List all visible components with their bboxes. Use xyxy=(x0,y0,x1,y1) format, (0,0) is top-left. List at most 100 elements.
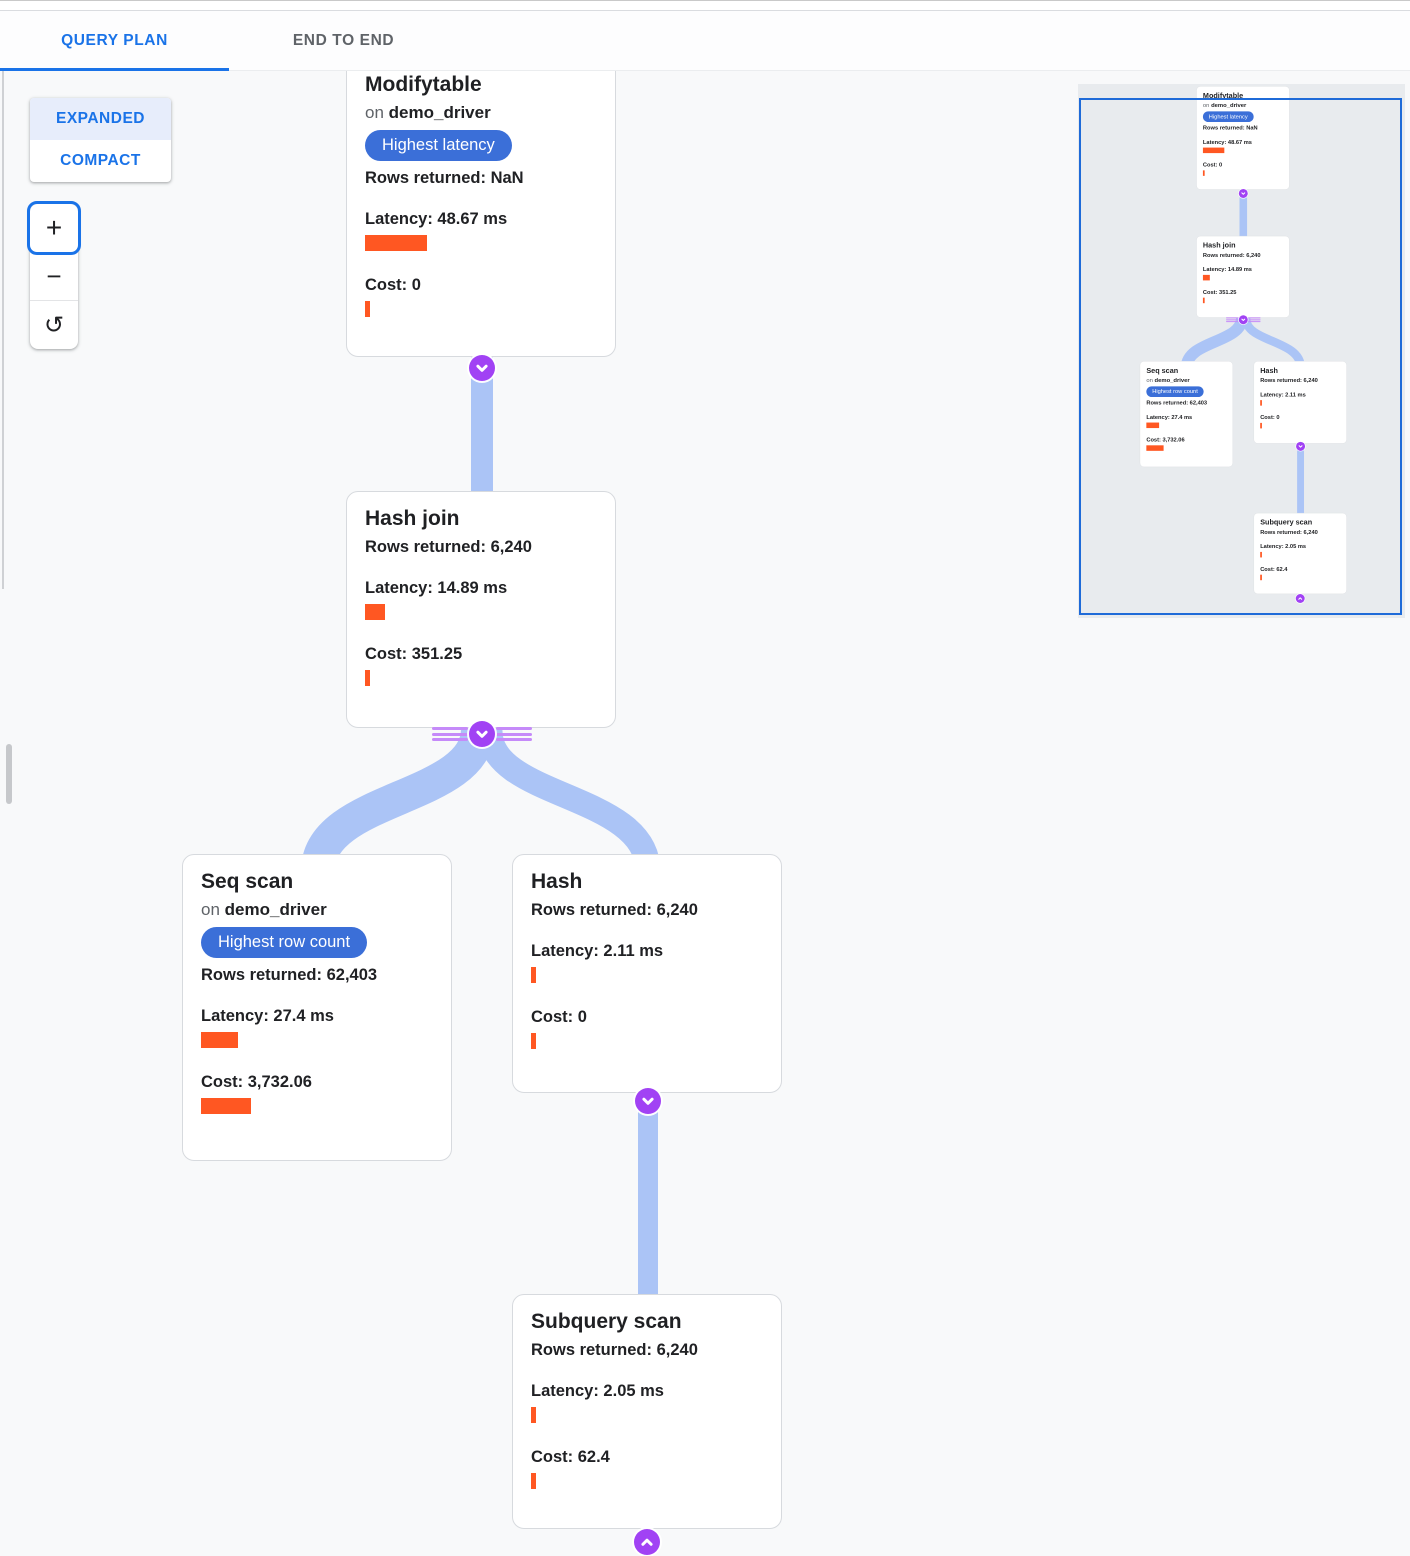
chevron-down-icon xyxy=(642,1097,654,1105)
cost-bar xyxy=(365,301,370,317)
collapse-toggle-modifytable[interactable] xyxy=(1238,188,1248,198)
on-label: on xyxy=(201,900,220,919)
cost: Cost: 0 xyxy=(365,276,421,294)
minimap[interactable]: Modifytable on demo_driver Highest laten… xyxy=(1078,84,1405,618)
collapse-toggle-hash[interactable] xyxy=(635,1088,661,1114)
tab-end-to-end[interactable]: END TO END xyxy=(229,11,458,71)
expanded-button[interactable]: EXPANDED xyxy=(30,98,171,140)
latency-bar xyxy=(365,235,427,251)
plan-node-hash-join[interactable]: Hash join Rows returned: 6,240 Latency: … xyxy=(1196,235,1290,318)
rows-returned: Rows returned: 6,240 xyxy=(1260,377,1318,384)
latency-bar xyxy=(531,1407,536,1423)
plan-canvas[interactable]: Modifytable on demo_driver Highest laten… xyxy=(0,71,1410,1556)
minus-icon: − xyxy=(46,260,62,291)
latency: Latency: 27.4 ms xyxy=(1146,413,1193,421)
latency-bar xyxy=(531,967,536,983)
edge-hashjoin-hash xyxy=(477,718,661,884)
plan-node-modifytable[interactable]: Modifytable on demo_driver Highest laten… xyxy=(346,71,616,357)
rows-returned: Rows returned: NaN xyxy=(365,169,524,187)
node-title: Seq scan xyxy=(201,870,294,893)
rows-returned: Rows returned: NaN xyxy=(1202,124,1258,132)
vertical-scrollbar-thumb[interactable] xyxy=(6,744,12,804)
latency-bar xyxy=(201,1032,238,1048)
node-title: Hash xyxy=(1260,366,1278,375)
active-tab-indicator xyxy=(0,68,229,72)
plan-node-hash-join[interactable]: Hash join Rows returned: 6,240 Latency: … xyxy=(346,491,616,728)
collapse-toggle-hash[interactable] xyxy=(1296,441,1306,451)
plan-node-subquery-scan[interactable]: Subquery scan Rows returned: 6,240 Laten… xyxy=(512,1294,782,1529)
chevron-up-icon xyxy=(1298,597,1303,600)
rows-returned: Rows returned: 6,240 xyxy=(365,538,532,556)
collapse-toggle-hash-join[interactable] xyxy=(1238,315,1248,325)
node-table-line: on demo_driver xyxy=(365,100,597,126)
plan-node-hash[interactable]: Hash Rows returned: 6,240 Latency: 2.11 … xyxy=(512,854,782,1093)
rows-returned: Rows returned: 6,240 xyxy=(1260,529,1318,536)
chevron-down-icon xyxy=(1241,318,1246,322)
expand-toggle-subquery-scan[interactable] xyxy=(1295,594,1305,603)
tab-query-plan[interactable]: QUERY PLAN xyxy=(0,11,229,72)
on-label: on xyxy=(1146,377,1153,384)
node-table-line: on demo_driver xyxy=(1203,101,1283,110)
on-label: on xyxy=(365,103,384,122)
cost: Cost: 0 xyxy=(1260,414,1280,421)
chevron-down-icon xyxy=(476,364,488,372)
highest-latency-badge: Highest latency xyxy=(1202,111,1254,123)
latency: Latency: 2.11 ms xyxy=(531,942,664,960)
node-title: Subquery scan xyxy=(1260,518,1313,527)
latency-bar xyxy=(365,604,385,620)
latency-bar xyxy=(1260,551,1262,558)
node-table-line: on demo_driver xyxy=(1146,376,1226,385)
plan-node-seq-scan[interactable]: Seq scan on demo_driver Highest row coun… xyxy=(1139,361,1233,468)
chevron-down-icon xyxy=(476,730,488,738)
plan-node-hash[interactable]: Hash Rows returned: 6,240 Latency: 2.11 … xyxy=(1253,361,1347,444)
zoom-reset-button[interactable]: ↺ xyxy=(30,301,78,349)
cost: Cost: 351.25 xyxy=(365,645,463,663)
collapse-toggle-modifytable[interactable] xyxy=(469,355,495,381)
cost: Cost: 0 xyxy=(1202,161,1223,168)
cost: Cost: 3,732.06 xyxy=(1146,436,1185,443)
zoom-in-button[interactable]: + xyxy=(27,201,81,255)
plan-node-subquery-scan[interactable]: Subquery scan Rows returned: 6,240 Laten… xyxy=(1253,512,1347,595)
latency: Latency: 14.89 ms xyxy=(365,579,508,597)
edge-hashjoin-seqscan xyxy=(301,712,495,888)
latency-bar xyxy=(1260,400,1262,406)
rows-returned: Rows returned: 6,240 xyxy=(1202,252,1261,259)
latency: Latency: 2.11 ms xyxy=(1260,391,1306,398)
latency: Latency: 27.4 ms xyxy=(201,1007,334,1025)
collapsed-siblings-lines-right xyxy=(1248,317,1261,323)
left-pane-divider xyxy=(2,71,4,589)
cost: Cost: 3,732.06 xyxy=(201,1073,312,1091)
collapse-toggle-hash-join[interactable] xyxy=(469,721,495,747)
latency-bar xyxy=(1202,274,1210,281)
cost: Cost: 62.4 xyxy=(1260,566,1288,573)
minimap-content: Modifytable on demo_driver Highest laten… xyxy=(1078,86,1405,609)
latency-bar xyxy=(1146,422,1160,429)
rows-returned: Rows returned: 6,240 xyxy=(531,901,698,919)
table-name: demo_driver xyxy=(1154,377,1190,384)
reset-icon: ↺ xyxy=(43,311,65,339)
cost-bar xyxy=(1202,297,1205,304)
table-name: demo_driver xyxy=(388,103,491,122)
plan-node-seq-scan[interactable]: Seq scan on demo_driver Highest row coun… xyxy=(182,854,452,1161)
latency: Latency: 48.67 ms xyxy=(1202,138,1252,146)
rows-returned: Rows returned: 6,240 xyxy=(531,1341,698,1359)
cost: Cost: 62.4 xyxy=(531,1448,610,1466)
plus-icon: + xyxy=(45,212,63,243)
zoom-controls: + − ↺ xyxy=(27,201,81,349)
node-title: Hash xyxy=(531,870,583,893)
latency: Latency: 14.89 ms xyxy=(1202,266,1252,273)
on-label: on xyxy=(1202,102,1210,109)
chevron-down-icon xyxy=(1241,192,1246,195)
rows-returned: Rows returned: 62,403 xyxy=(1146,399,1208,406)
node-title: Subquery scan xyxy=(531,1310,682,1333)
expand-toggle-subquery-scan[interactable] xyxy=(634,1529,660,1555)
cost-bar xyxy=(1202,170,1205,176)
minimap-viewport[interactable] xyxy=(1079,98,1402,615)
compact-button[interactable]: COMPACT xyxy=(60,152,141,169)
cost-bar xyxy=(1260,574,1262,581)
view-mode-toggle: EXPANDED COMPACT xyxy=(30,98,171,182)
edge-hashjoin-seqscan xyxy=(1180,312,1248,373)
zoom-out-button[interactable]: − xyxy=(30,252,78,300)
highest-row-count-badge: Highest row count xyxy=(201,927,368,958)
